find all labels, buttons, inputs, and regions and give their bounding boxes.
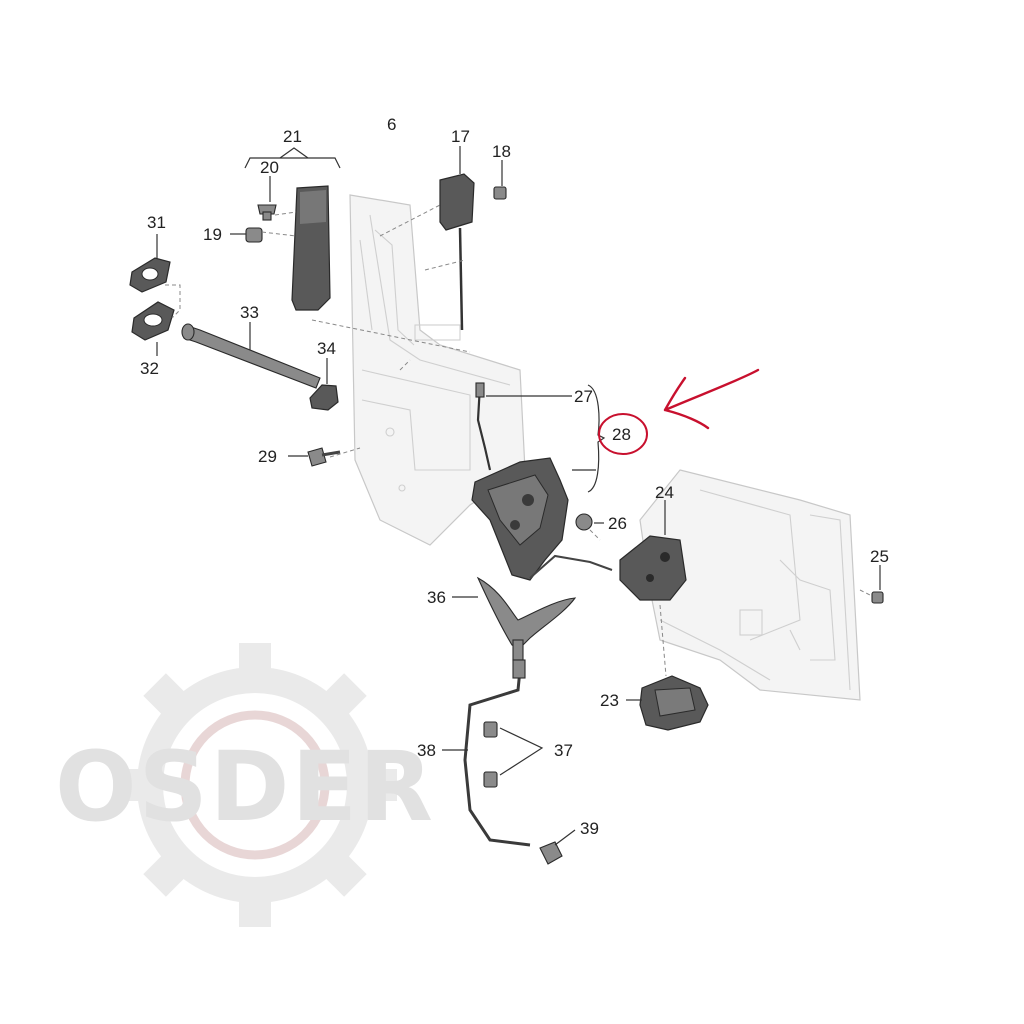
label-28: 28 [612, 425, 631, 444]
label-23: 23 [600, 691, 619, 710]
part-32-bushing [131, 301, 175, 341]
label-31: 31 [147, 213, 166, 232]
part-27-cable [475, 382, 492, 471]
label-24: 24 [655, 483, 674, 502]
part-18-screw [493, 186, 507, 200]
label-25: 25 [870, 547, 889, 566]
vehicle-body-outline [349, 194, 861, 701]
label-18: 18 [492, 142, 511, 161]
label-21: 21 [283, 127, 302, 146]
part-28-door-lock [471, 457, 569, 581]
label-26: 26 [608, 514, 627, 533]
label-33: 33 [240, 303, 259, 322]
label-27: 27 [574, 387, 593, 406]
part-37-clips [483, 721, 498, 788]
part-21-trim-cover [291, 185, 331, 311]
watermark-logo: OSDER [55, 643, 435, 927]
part-26-clip [575, 513, 593, 531]
part-38-cable [463, 659, 531, 847]
part-20-screw [257, 204, 277, 221]
label-29: 29 [258, 447, 277, 466]
label-37: 37 [554, 741, 573, 760]
assembly-dash-lines [165, 204, 873, 677]
part-33-rod [181, 323, 321, 389]
part-19-clip [245, 227, 263, 243]
label-19: 19 [203, 225, 222, 244]
label-20: 20 [260, 158, 279, 177]
part-29-screw [307, 447, 341, 467]
part-34-bracket [309, 384, 339, 411]
label-38: 38 [417, 741, 436, 760]
part-25-screw [871, 591, 884, 604]
label-17: 17 [451, 127, 470, 146]
part-39-cap [539, 841, 563, 865]
part-31-bushing [129, 257, 171, 293]
highlight-circle [598, 413, 648, 455]
label-34: 34 [317, 339, 336, 358]
watermark-text: OSDER [55, 731, 435, 843]
part-36-guide [476, 576, 577, 661]
part-17-lock-knob [439, 173, 475, 331]
part-24-lock [619, 535, 687, 601]
arrow-icon [663, 368, 760, 430]
label-39: 39 [580, 819, 599, 838]
label-32: 32 [140, 359, 159, 378]
link-cable [529, 554, 613, 579]
highlight-annotation [598, 368, 760, 455]
leader-lines [156, 146, 881, 846]
label-36: 36 [427, 588, 446, 607]
part-23-housing [639, 675, 709, 731]
callout-labels: 6 17 18 19 20 21 23 24 25 26 27 28 29 31… [140, 115, 889, 838]
label-6: 6 [387, 115, 396, 134]
